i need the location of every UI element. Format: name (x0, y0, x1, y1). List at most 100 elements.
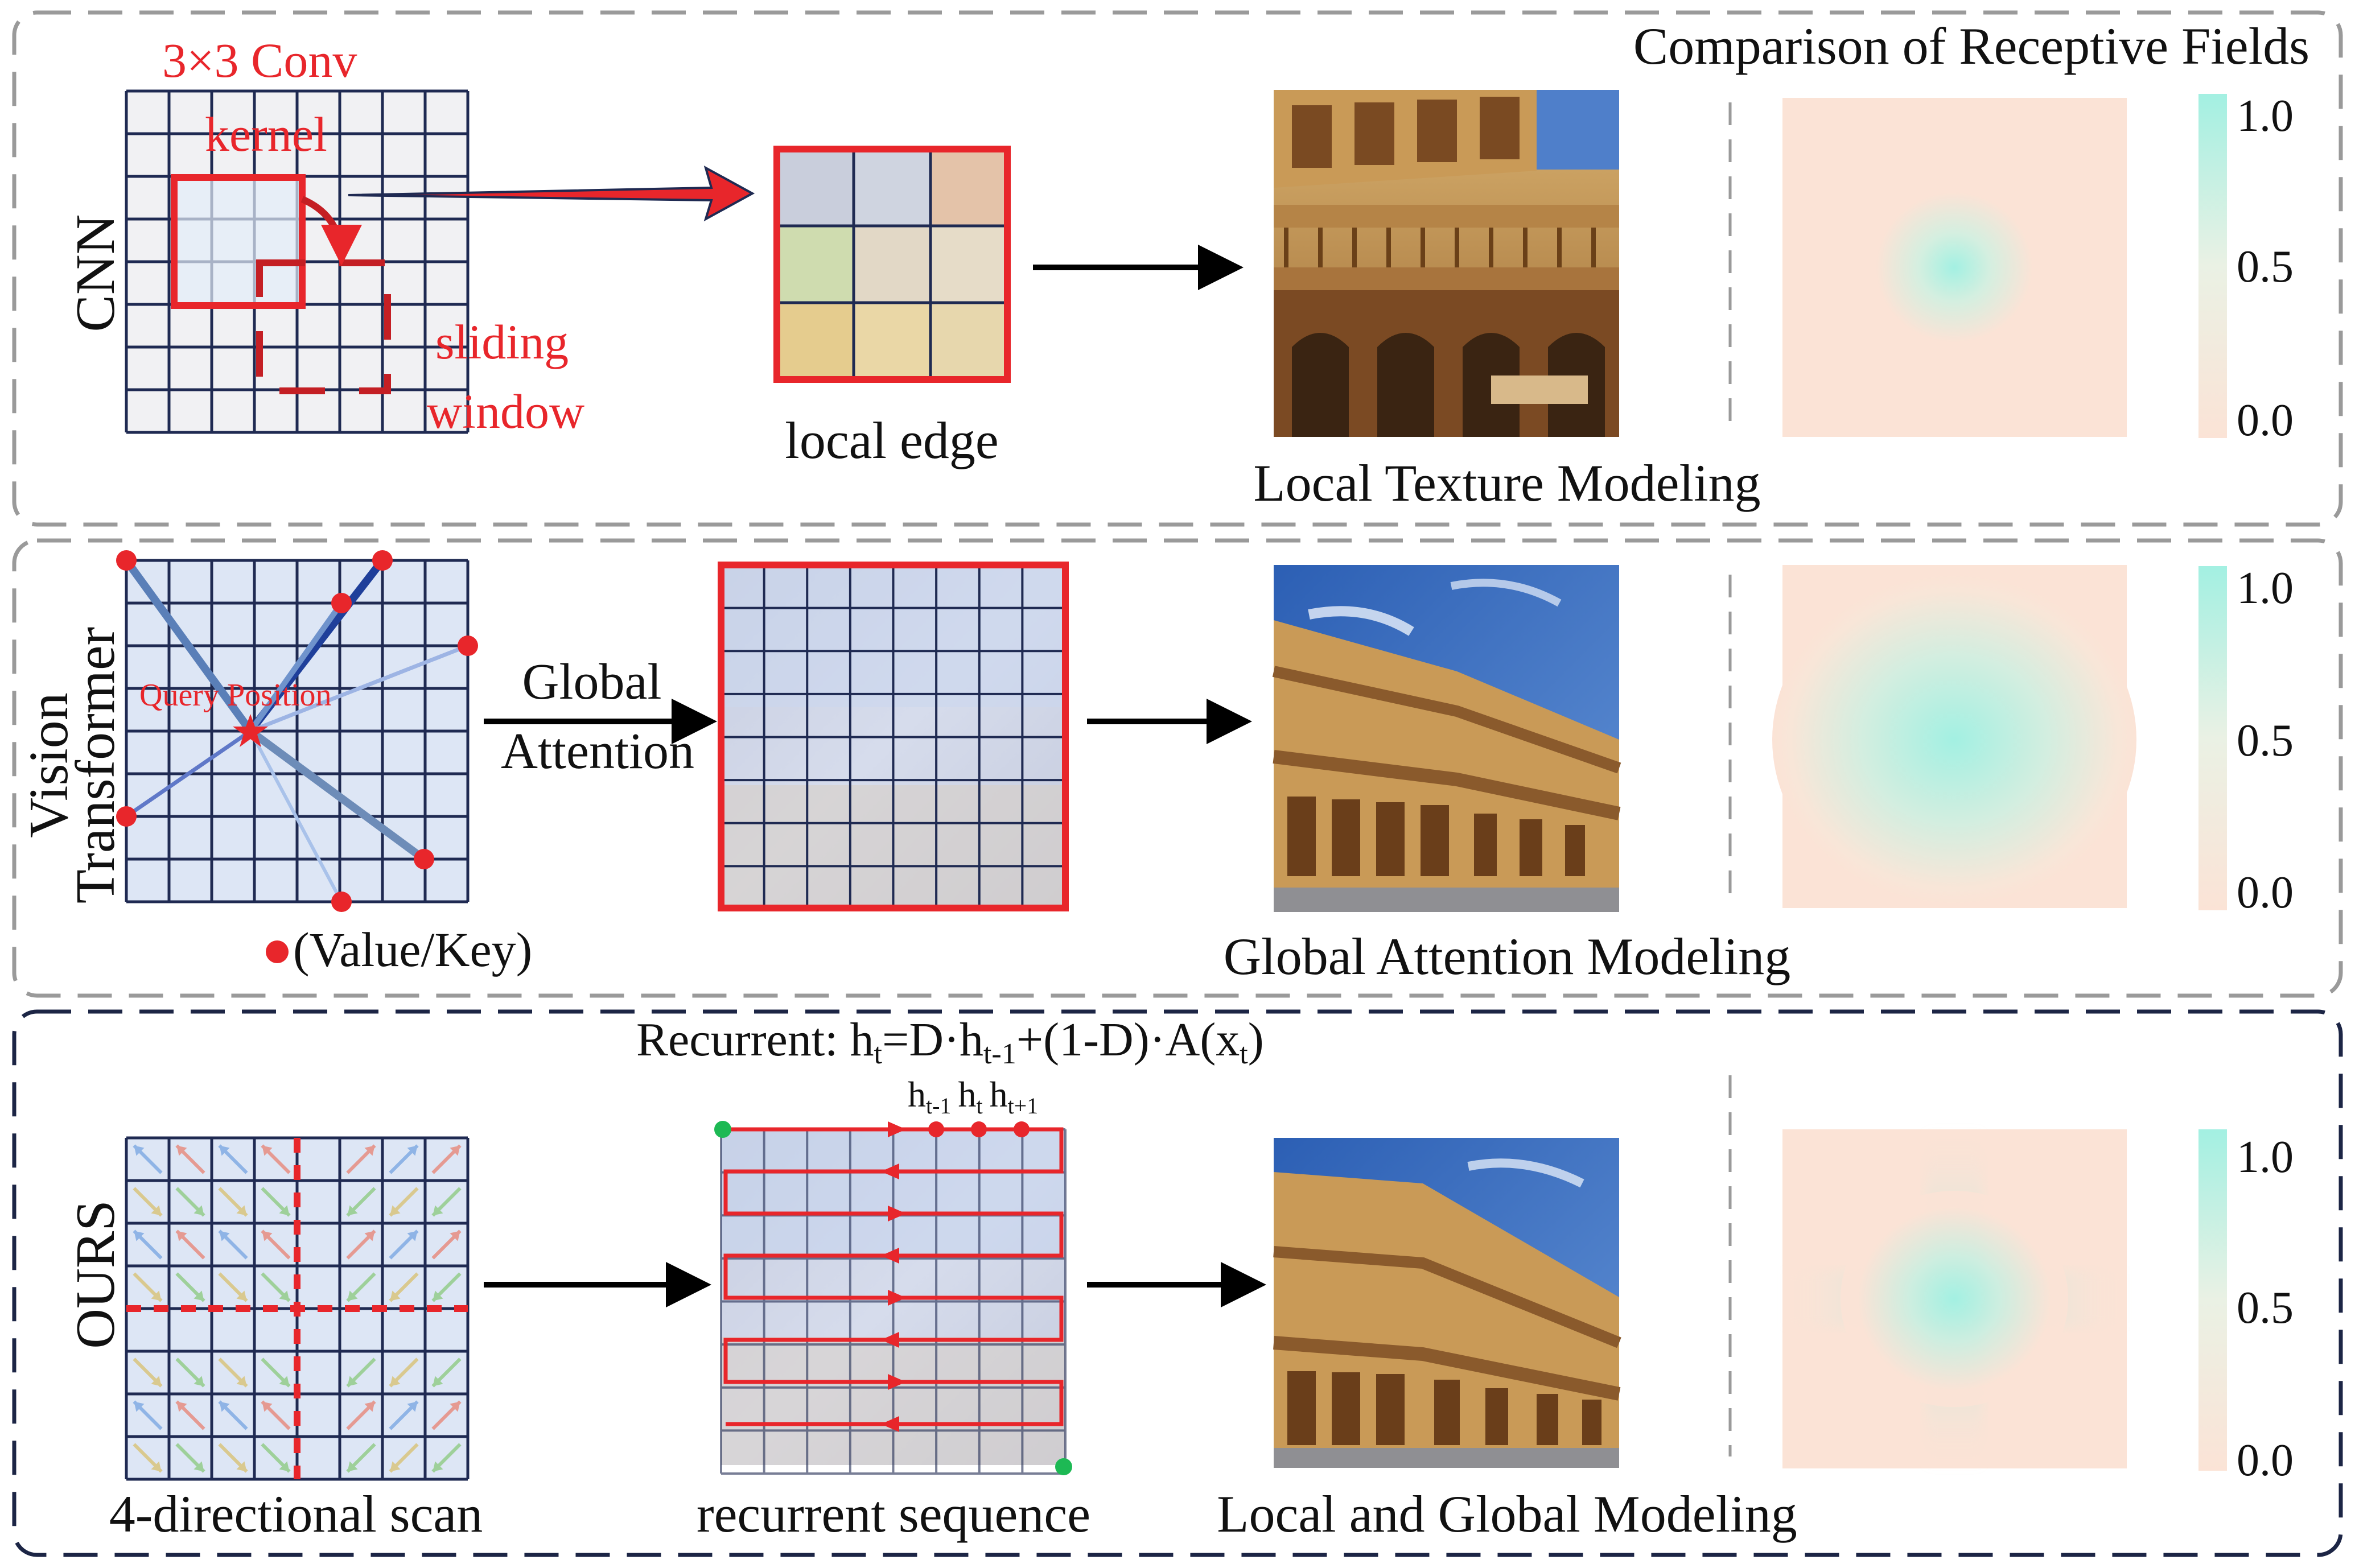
eq-close: ) (1248, 1013, 1264, 1066)
eq-middle: +(1-D)·A(x (1016, 1013, 1240, 1066)
local-edge-label: local edge (785, 411, 998, 469)
sliding-label: sliding (435, 315, 569, 369)
ours-panel-frame (12, 1009, 2343, 1557)
scan-arrow-head (347, 1290, 358, 1301)
scan-arrow-head (193, 1376, 204, 1387)
scan-arrow-head (433, 1205, 443, 1216)
building-photo-closeup (1274, 90, 1619, 437)
kernel-box (171, 174, 306, 309)
global-attention-label-line2: Attention (501, 723, 694, 779)
conv-label: 3×3 Conv (162, 33, 357, 88)
scan-arrow-head (364, 1145, 375, 1156)
scan-arrow-head (151, 1376, 162, 1387)
global-attention-label-line1: Global (522, 654, 662, 710)
scan-arrow-head (279, 1290, 290, 1301)
sequence-direction-arrow (881, 1248, 899, 1264)
cnn-receptive-heatmap (1782, 98, 2127, 437)
scan-arrow-head (219, 1401, 230, 1412)
cnn-caption: Local Texture Modeling (1253, 454, 1760, 512)
scan-arrow-head (347, 1376, 358, 1387)
cnn-row-label: CNN (65, 214, 126, 332)
scan-arrow-head (279, 1461, 290, 1472)
sequence-direction-arrow (881, 1416, 899, 1432)
scan-arrow-head (407, 1231, 418, 1241)
kernel-to-edge-arrow (348, 165, 755, 222)
sequence-direction-arrow (888, 1374, 906, 1390)
vit-colorbar (2198, 566, 2227, 910)
scan-arrow-head (364, 1401, 375, 1412)
scan-arrow-head (262, 1401, 273, 1412)
sequence-label: recurrent sequence (697, 1485, 1090, 1543)
h-prev-sub: t-1 (926, 1093, 951, 1119)
vit-row-label-line2: Transformer (65, 627, 126, 903)
scan-arrow-head (236, 1290, 247, 1301)
sequence-direction-arrow (881, 1332, 899, 1348)
scan-arrow-head (450, 1231, 460, 1241)
vit-receptive-heatmap (1772, 565, 2136, 908)
value-key-label: (Value/Key) (293, 922, 532, 977)
eq-equals-d: =D· (882, 1013, 960, 1066)
h-next-label: h (990, 1074, 1008, 1115)
eq-sub-x-t: t (1240, 1038, 1248, 1070)
ours-row-label: OURS (65, 1200, 126, 1348)
cnn-colorbar-tick-min: 0.0 (2237, 395, 2294, 445)
scan-arrow-head (450, 1401, 460, 1412)
slide-curve-arrow (300, 196, 362, 266)
building-photo-wide (1272, 565, 1621, 912)
eq-sub-t: t (874, 1038, 883, 1070)
recurrent-equation: Recurrent: ht=D·ht-1+(1-D)·A(xt) (636, 1013, 1264, 1070)
scan-arrow-head (433, 1376, 443, 1387)
value-key-legend-dot (266, 940, 289, 963)
scan-arrow-head (407, 1401, 418, 1412)
scan-arrow-head (390, 1461, 401, 1472)
sequence-direction-arrow (881, 1163, 899, 1179)
scan-arrow-head (151, 1461, 162, 1472)
eq-h-t: h (850, 1013, 874, 1066)
vit-row-label-line1: Vision (18, 692, 80, 837)
ours-caption: Local and Global Modeling (1217, 1485, 1797, 1543)
scan-arrow-head (347, 1205, 358, 1216)
eq-h-prev: h (960, 1013, 983, 1066)
scan-arrow-head (347, 1461, 358, 1472)
sliding-window-box (256, 259, 391, 394)
scan-arrow-head (151, 1290, 162, 1301)
cnn-colorbar (2198, 94, 2227, 438)
vit-panel-frame (12, 538, 2343, 998)
value-key-dots (116, 550, 478, 912)
cnn-colorbar-tick-max: 1.0 (2237, 91, 2294, 141)
hidden-state-dots (928, 1121, 1030, 1137)
sequence-direction-arrow (888, 1121, 906, 1137)
ours-colorbar-tick-max: 1.0 (2237, 1132, 2294, 1182)
scan-arrow-head (364, 1231, 375, 1241)
kernel-label: kernel (205, 107, 327, 162)
sequence-direction-arrow (888, 1290, 906, 1306)
scan-arrow-head (236, 1376, 247, 1387)
query-star-icon (233, 714, 268, 747)
scan-arrow-head (236, 1461, 247, 1472)
ours-colorbar-tick-min: 0.0 (2237, 1435, 2294, 1486)
query-position-label: Query Position (139, 678, 332, 713)
recurrent-prefix: Recurrent: (636, 1013, 850, 1066)
scan-arrow-head (390, 1290, 401, 1301)
scan-arrow-head (236, 1205, 247, 1216)
sequence-end-dot (1055, 1458, 1072, 1475)
scan-arrow-head (134, 1231, 145, 1241)
sequence-direction-arrow (888, 1206, 906, 1222)
scan-arrow-head (433, 1461, 443, 1472)
scan-arrow-head (193, 1205, 204, 1216)
window-label: window (427, 384, 584, 439)
sequence-start-dot (714, 1121, 731, 1138)
cnn-colorbar-tick-mid: 0.5 (2237, 242, 2294, 292)
recurrent-sequence-grid (714, 1121, 1072, 1475)
scan-label: 4-directional scan (109, 1485, 483, 1543)
scan-arrow-head (134, 1401, 145, 1412)
scan-arrow-head (279, 1205, 290, 1216)
scan-arrow-head (176, 1145, 187, 1156)
h-t-sub: t (976, 1093, 982, 1119)
local-edge-patch (773, 146, 1011, 383)
scan-arrow-head (450, 1145, 460, 1156)
h-t-label: h (958, 1074, 976, 1115)
attention-lines (122, 556, 470, 903)
scan-arrow-head (219, 1145, 230, 1156)
scan-arrow-head (151, 1205, 162, 1216)
